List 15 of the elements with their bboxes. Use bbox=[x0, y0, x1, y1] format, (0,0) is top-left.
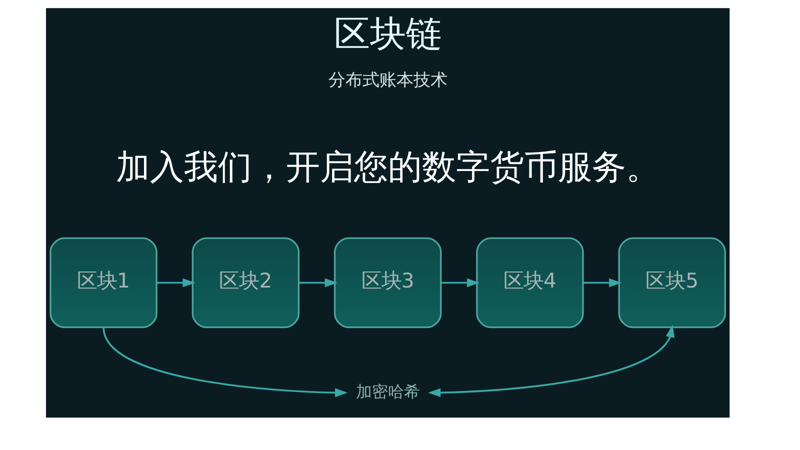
arrow bbox=[102, 327, 348, 398]
arrow bbox=[441, 278, 480, 288]
arrow bbox=[583, 278, 622, 288]
node-box: 区块5 bbox=[618, 237, 726, 328]
node-box: 区块1 bbox=[50, 237, 158, 328]
node-text: 加密哈希 bbox=[356, 382, 420, 401]
arrow bbox=[156, 278, 196, 288]
label: 加入我们，开启您的数字货币服务。 bbox=[116, 147, 660, 186]
arrow bbox=[298, 278, 338, 288]
node-box: 区块4 bbox=[476, 237, 584, 328]
diagram-title: 区块链 bbox=[334, 12, 442, 55]
label: 分布式账本技术 bbox=[328, 69, 448, 90]
arrow bbox=[428, 324, 675, 398]
node-box: 区块3 bbox=[334, 237, 442, 328]
node-box: 区块2 bbox=[192, 237, 300, 328]
